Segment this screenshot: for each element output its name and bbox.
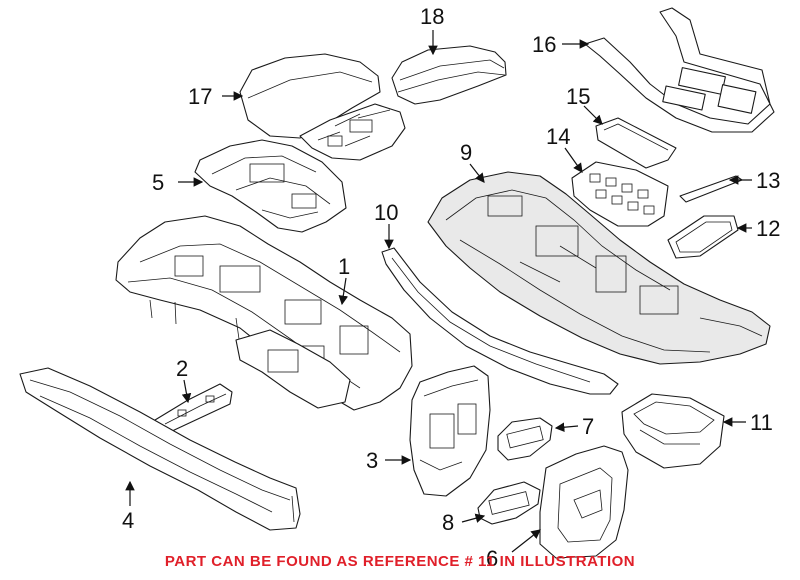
callout-2: 2 — [176, 356, 188, 381]
part-10-trim-strip — [381, 247, 619, 395]
part-3-shift-housing — [409, 365, 491, 497]
callout-5: 5 — [152, 170, 164, 195]
callout-12: 12 — [756, 216, 780, 241]
part-9-console-body — [427, 171, 771, 365]
part-12-rubber-mat — [667, 215, 739, 259]
part-16-bezel-trim — [584, 7, 775, 133]
part-8-switch-unit-lower — [477, 481, 541, 525]
reference-note: PART CAN BE FOUND AS REFERENCE # 11 IN I… — [164, 553, 636, 570]
part-17-armrest-lid — [239, 53, 406, 161]
callout-4: 4 — [122, 508, 134, 533]
callout-9: 9 — [460, 140, 472, 165]
callout-1: 1 — [338, 254, 350, 279]
part-14-switch-panel — [571, 161, 669, 227]
part-4-side-panel — [19, 367, 301, 531]
callout-6: 6 — [486, 546, 498, 571]
leader-lines — [125, 30, 752, 553]
part-15-insert-mat — [595, 117, 677, 169]
callout-17: 17 — [188, 84, 212, 109]
callout-15: 15 — [566, 84, 590, 109]
callout-labels: 18 17 16 15 14 9 13 5 12 10 1 2 7 11 3 4… — [122, 4, 780, 571]
callout-16: 16 — [532, 32, 556, 57]
callout-10: 10 — [374, 200, 398, 225]
callout-14: 14 — [546, 124, 570, 149]
callout-18: 18 — [420, 4, 444, 29]
callout-13: 13 — [756, 168, 780, 193]
part-6-front-bezel — [539, 445, 629, 559]
part-18-armrest-pad — [391, 45, 507, 105]
callout-8: 8 — [442, 510, 454, 535]
part-1-console-bracket — [115, 215, 413, 411]
part-5-console-tray — [194, 139, 347, 233]
callout-3: 3 — [366, 448, 378, 473]
part-11-storage-bin — [621, 393, 725, 469]
callout-7: 7 — [582, 414, 594, 439]
part-7-switch-unit — [497, 417, 553, 461]
callout-11: 11 — [750, 410, 773, 435]
